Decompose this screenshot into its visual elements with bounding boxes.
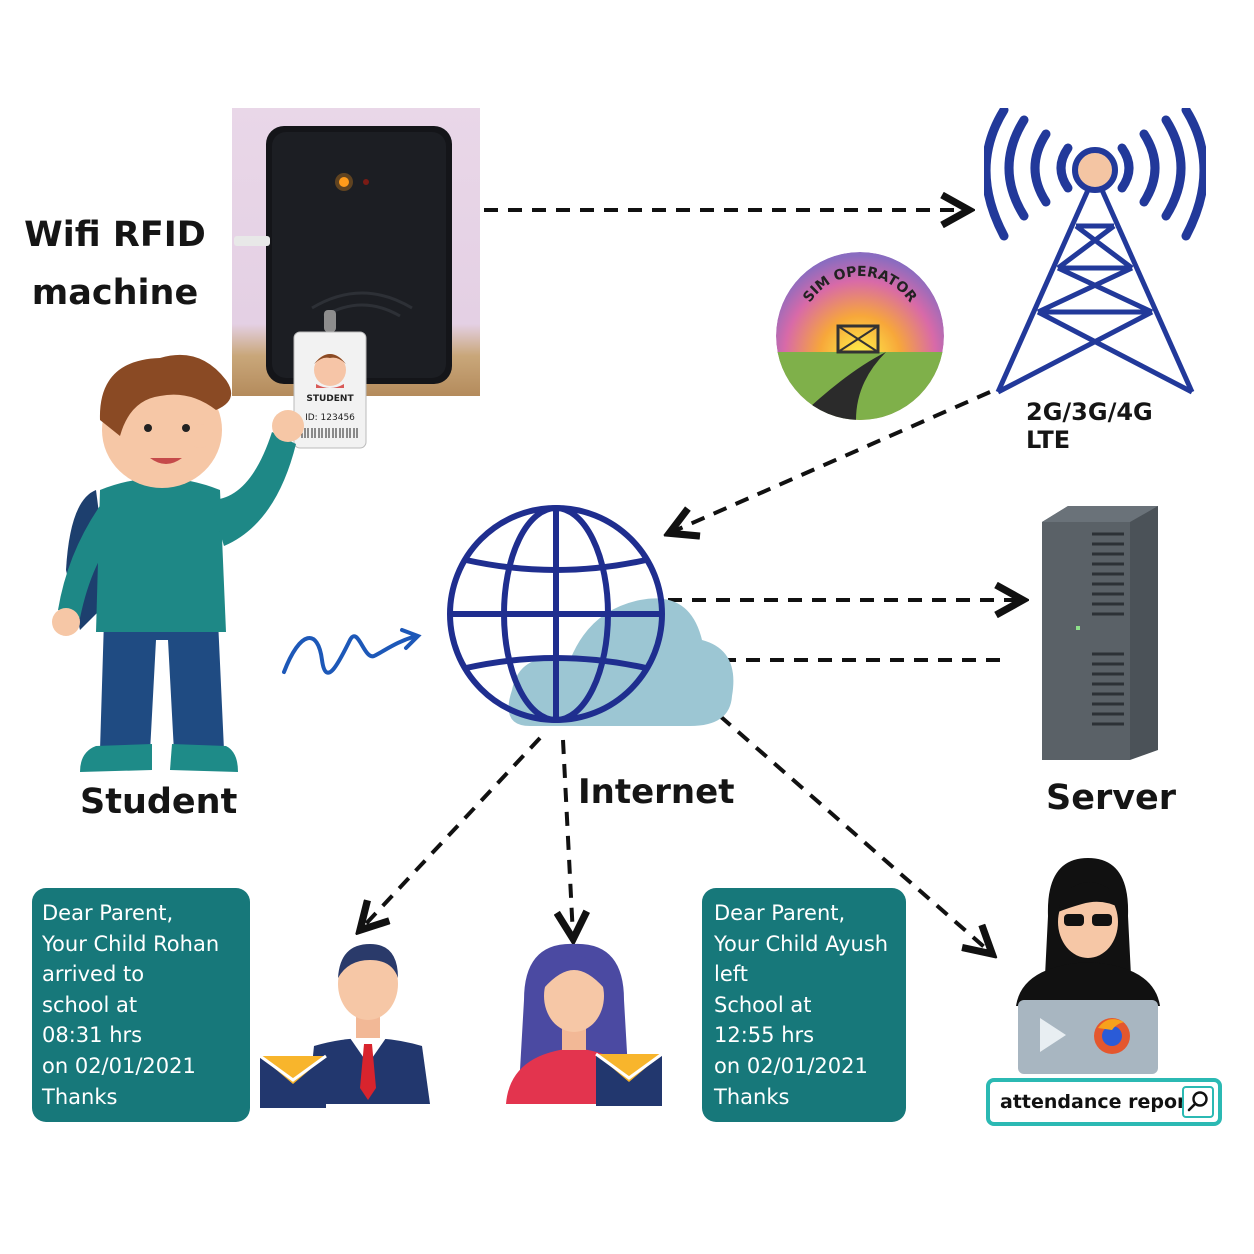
admin-user-avatar — [1016, 858, 1160, 1074]
message-line: school at — [42, 992, 138, 1017]
internet-globe-icon — [447, 505, 734, 726]
arrow-internet-to-mother — [563, 739, 573, 936]
student-id-card: STUDENT ID: 123456 — [293, 310, 367, 449]
id-card-number: ID: 123456 — [305, 413, 355, 423]
tower-label-line2: LTE — [1026, 426, 1071, 454]
message-line: Dear Parent, — [42, 901, 174, 925]
message-line: Your Child Ayush — [714, 931, 889, 956]
rfid-label-line1: Wifi RFID — [24, 215, 206, 255]
sim-operator-badge: SIM OPERATOR — [776, 252, 944, 420]
message-line: left — [714, 962, 749, 987]
rfid-machine-photo — [232, 108, 480, 396]
server-label: Server — [1046, 778, 1177, 818]
arrow-internet-to-admin — [718, 714, 990, 952]
attendance-report-search[interactable]: attendance report — [986, 1078, 1222, 1126]
message-line: Your Child Rohan — [42, 931, 220, 956]
student-illustration — [52, 354, 304, 772]
id-card-title: STUDENT — [306, 394, 354, 404]
mother-avatar — [506, 943, 663, 1106]
internet-label: Internet — [578, 772, 735, 812]
search-button[interactable] — [1182, 1086, 1214, 1118]
wireless-squiggle-icon — [282, 634, 418, 675]
cell-tower-icon — [984, 108, 1206, 395]
tower-label: 2G/3G/4G LTE — [1026, 398, 1153, 454]
message-line: Thanks — [714, 1084, 790, 1109]
server-icon — [1042, 506, 1158, 760]
rfid-machine-label: Wifi RFID machine — [20, 206, 210, 322]
message-line: 08:31 hrs — [42, 1023, 143, 1048]
message-line: Thanks — [42, 1084, 118, 1109]
message-line: on 02/01/2021 — [714, 1053, 868, 1078]
message-line: on 02/01/2021 — [42, 1053, 196, 1078]
tower-label-line1: 2G/3G/4G — [1026, 398, 1153, 426]
message-line: School at — [714, 992, 812, 1017]
arrow-internet-to-father — [362, 736, 542, 928]
search-icon — [1187, 1091, 1208, 1112]
student-label: Student — [80, 782, 238, 822]
message-line: arrived to — [42, 962, 145, 987]
rfid-label-line2: machine — [31, 273, 199, 313]
arrival-sms-message: Dear Parent, Your Child Rohan arrived to… — [32, 888, 250, 1122]
message-line: Dear Parent, — [714, 901, 846, 925]
arrow-tower-to-internet — [672, 390, 991, 532]
father-avatar — [259, 944, 430, 1108]
departure-sms-message: Dear Parent, Your Child Ayush left Schoo… — [702, 888, 906, 1122]
message-line: 12:55 hrs — [714, 1023, 815, 1048]
search-input-text[interactable]: attendance report — [1000, 1091, 1196, 1113]
